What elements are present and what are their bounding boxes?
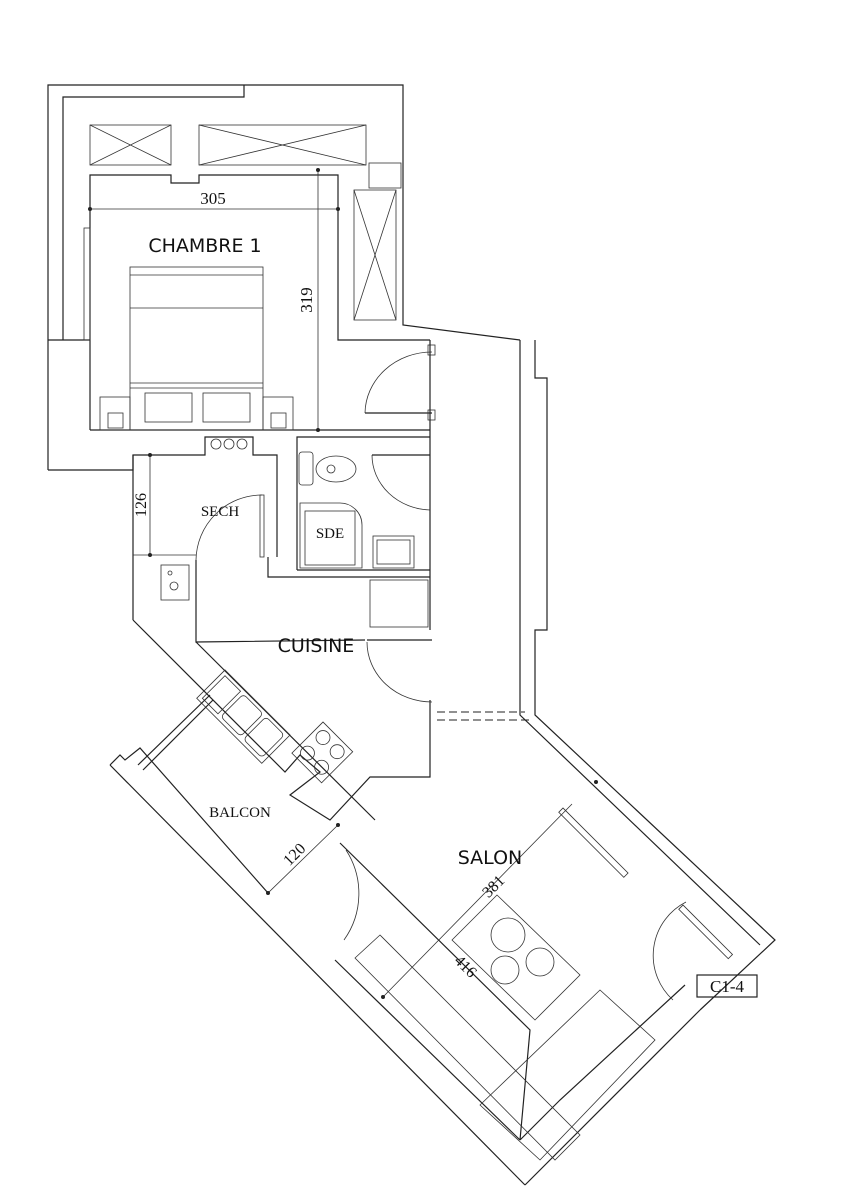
room-label-balcon: BALCON bbox=[209, 805, 271, 821]
sech-walls bbox=[48, 436, 430, 620]
room-label-chambre: CHAMBRE 1 bbox=[148, 235, 261, 257]
sde-walls bbox=[296, 436, 430, 571]
kitchen-door[interactable] bbox=[366, 639, 433, 703]
rug-and-table bbox=[451, 894, 581, 1021]
bedroom-door[interactable] bbox=[364, 344, 436, 421]
sofa bbox=[354, 934, 656, 1161]
unit-label: C1-4 bbox=[710, 977, 745, 996]
salon-walls bbox=[334, 780, 734, 1186]
dim-balcon-depth: 120 bbox=[280, 840, 309, 869]
salon-door[interactable] bbox=[343, 849, 687, 1001]
unit-label-box bbox=[696, 974, 758, 998]
bed bbox=[99, 266, 294, 431]
kitchen-cabinet bbox=[369, 579, 429, 628]
sde-door[interactable] bbox=[371, 440, 431, 630]
outer-wall-right bbox=[429, 340, 776, 1011]
room-label-sde: SDE bbox=[316, 526, 344, 542]
dim-salon-width: 381 bbox=[479, 872, 508, 901]
room-label-salon: SALON bbox=[458, 847, 523, 869]
stove bbox=[291, 721, 354, 784]
kitchen-walls bbox=[132, 560, 530, 821]
dim-sech-depth: 126 bbox=[133, 493, 150, 517]
dim-chambre-width: 305 bbox=[200, 189, 226, 208]
room-label-sech: SECH bbox=[201, 504, 240, 520]
balcony bbox=[109, 694, 526, 1186]
kitchen-sink bbox=[196, 669, 291, 764]
room-label-cuisine: CUISINE bbox=[278, 635, 355, 657]
closet-right bbox=[353, 162, 402, 321]
bedroom-walls bbox=[47, 84, 521, 470]
closet-left bbox=[89, 124, 172, 166]
closet-top bbox=[198, 124, 367, 166]
dim-chambre-depth: 319 bbox=[297, 287, 316, 313]
